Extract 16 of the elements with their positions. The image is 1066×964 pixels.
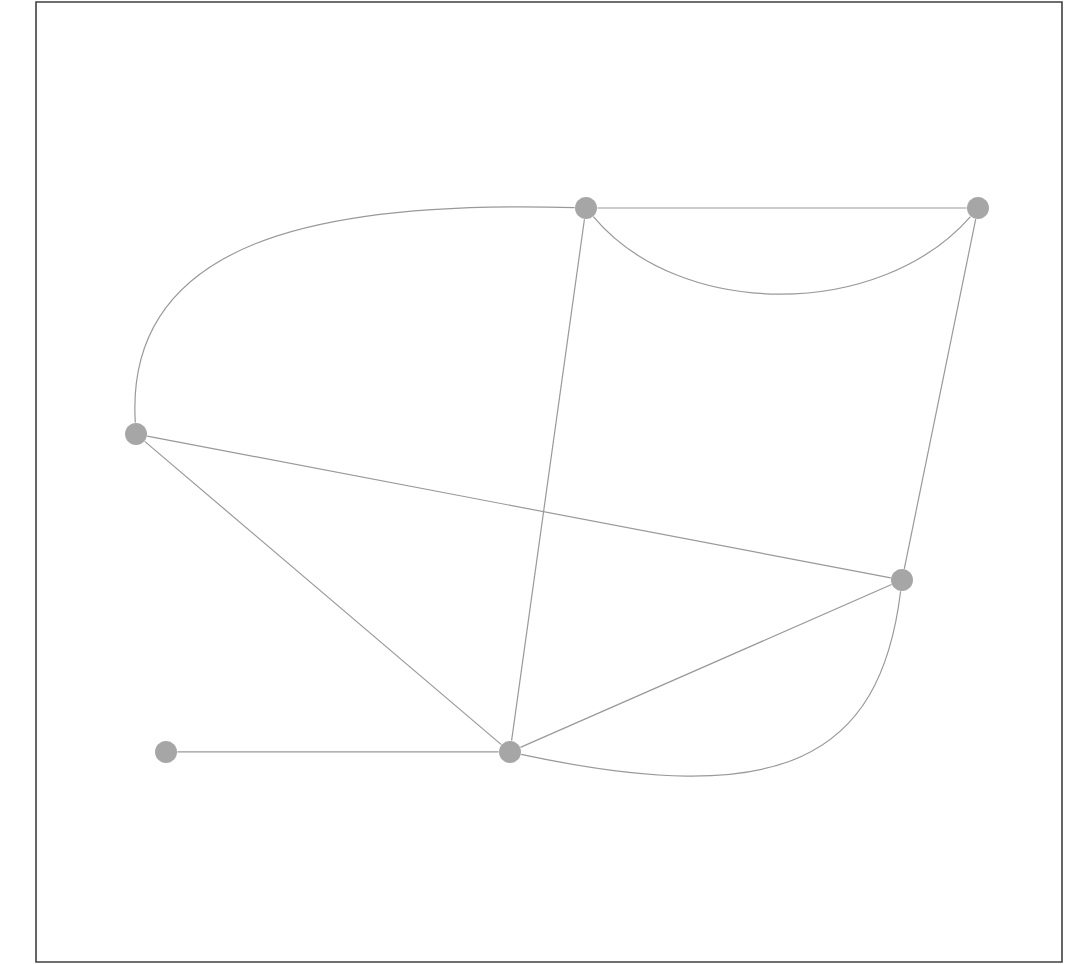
graph-edge [903,218,977,570]
graph-vertex [499,740,521,763]
graph-edge [510,218,586,742]
graph-edge [176,751,500,753]
graph-edge [134,206,576,424]
graph-vertex [125,423,147,445]
graph-vertex [891,568,913,591]
graph-edge [596,207,968,209]
graph-edge [146,435,892,579]
graph-edge [519,583,893,748]
graph-edge [592,215,972,295]
graph-edge [520,590,902,777]
graph-vertex [575,197,597,219]
graph-vertex [155,740,177,763]
graph-vertex [967,197,989,219]
graph-edge [144,440,502,746]
